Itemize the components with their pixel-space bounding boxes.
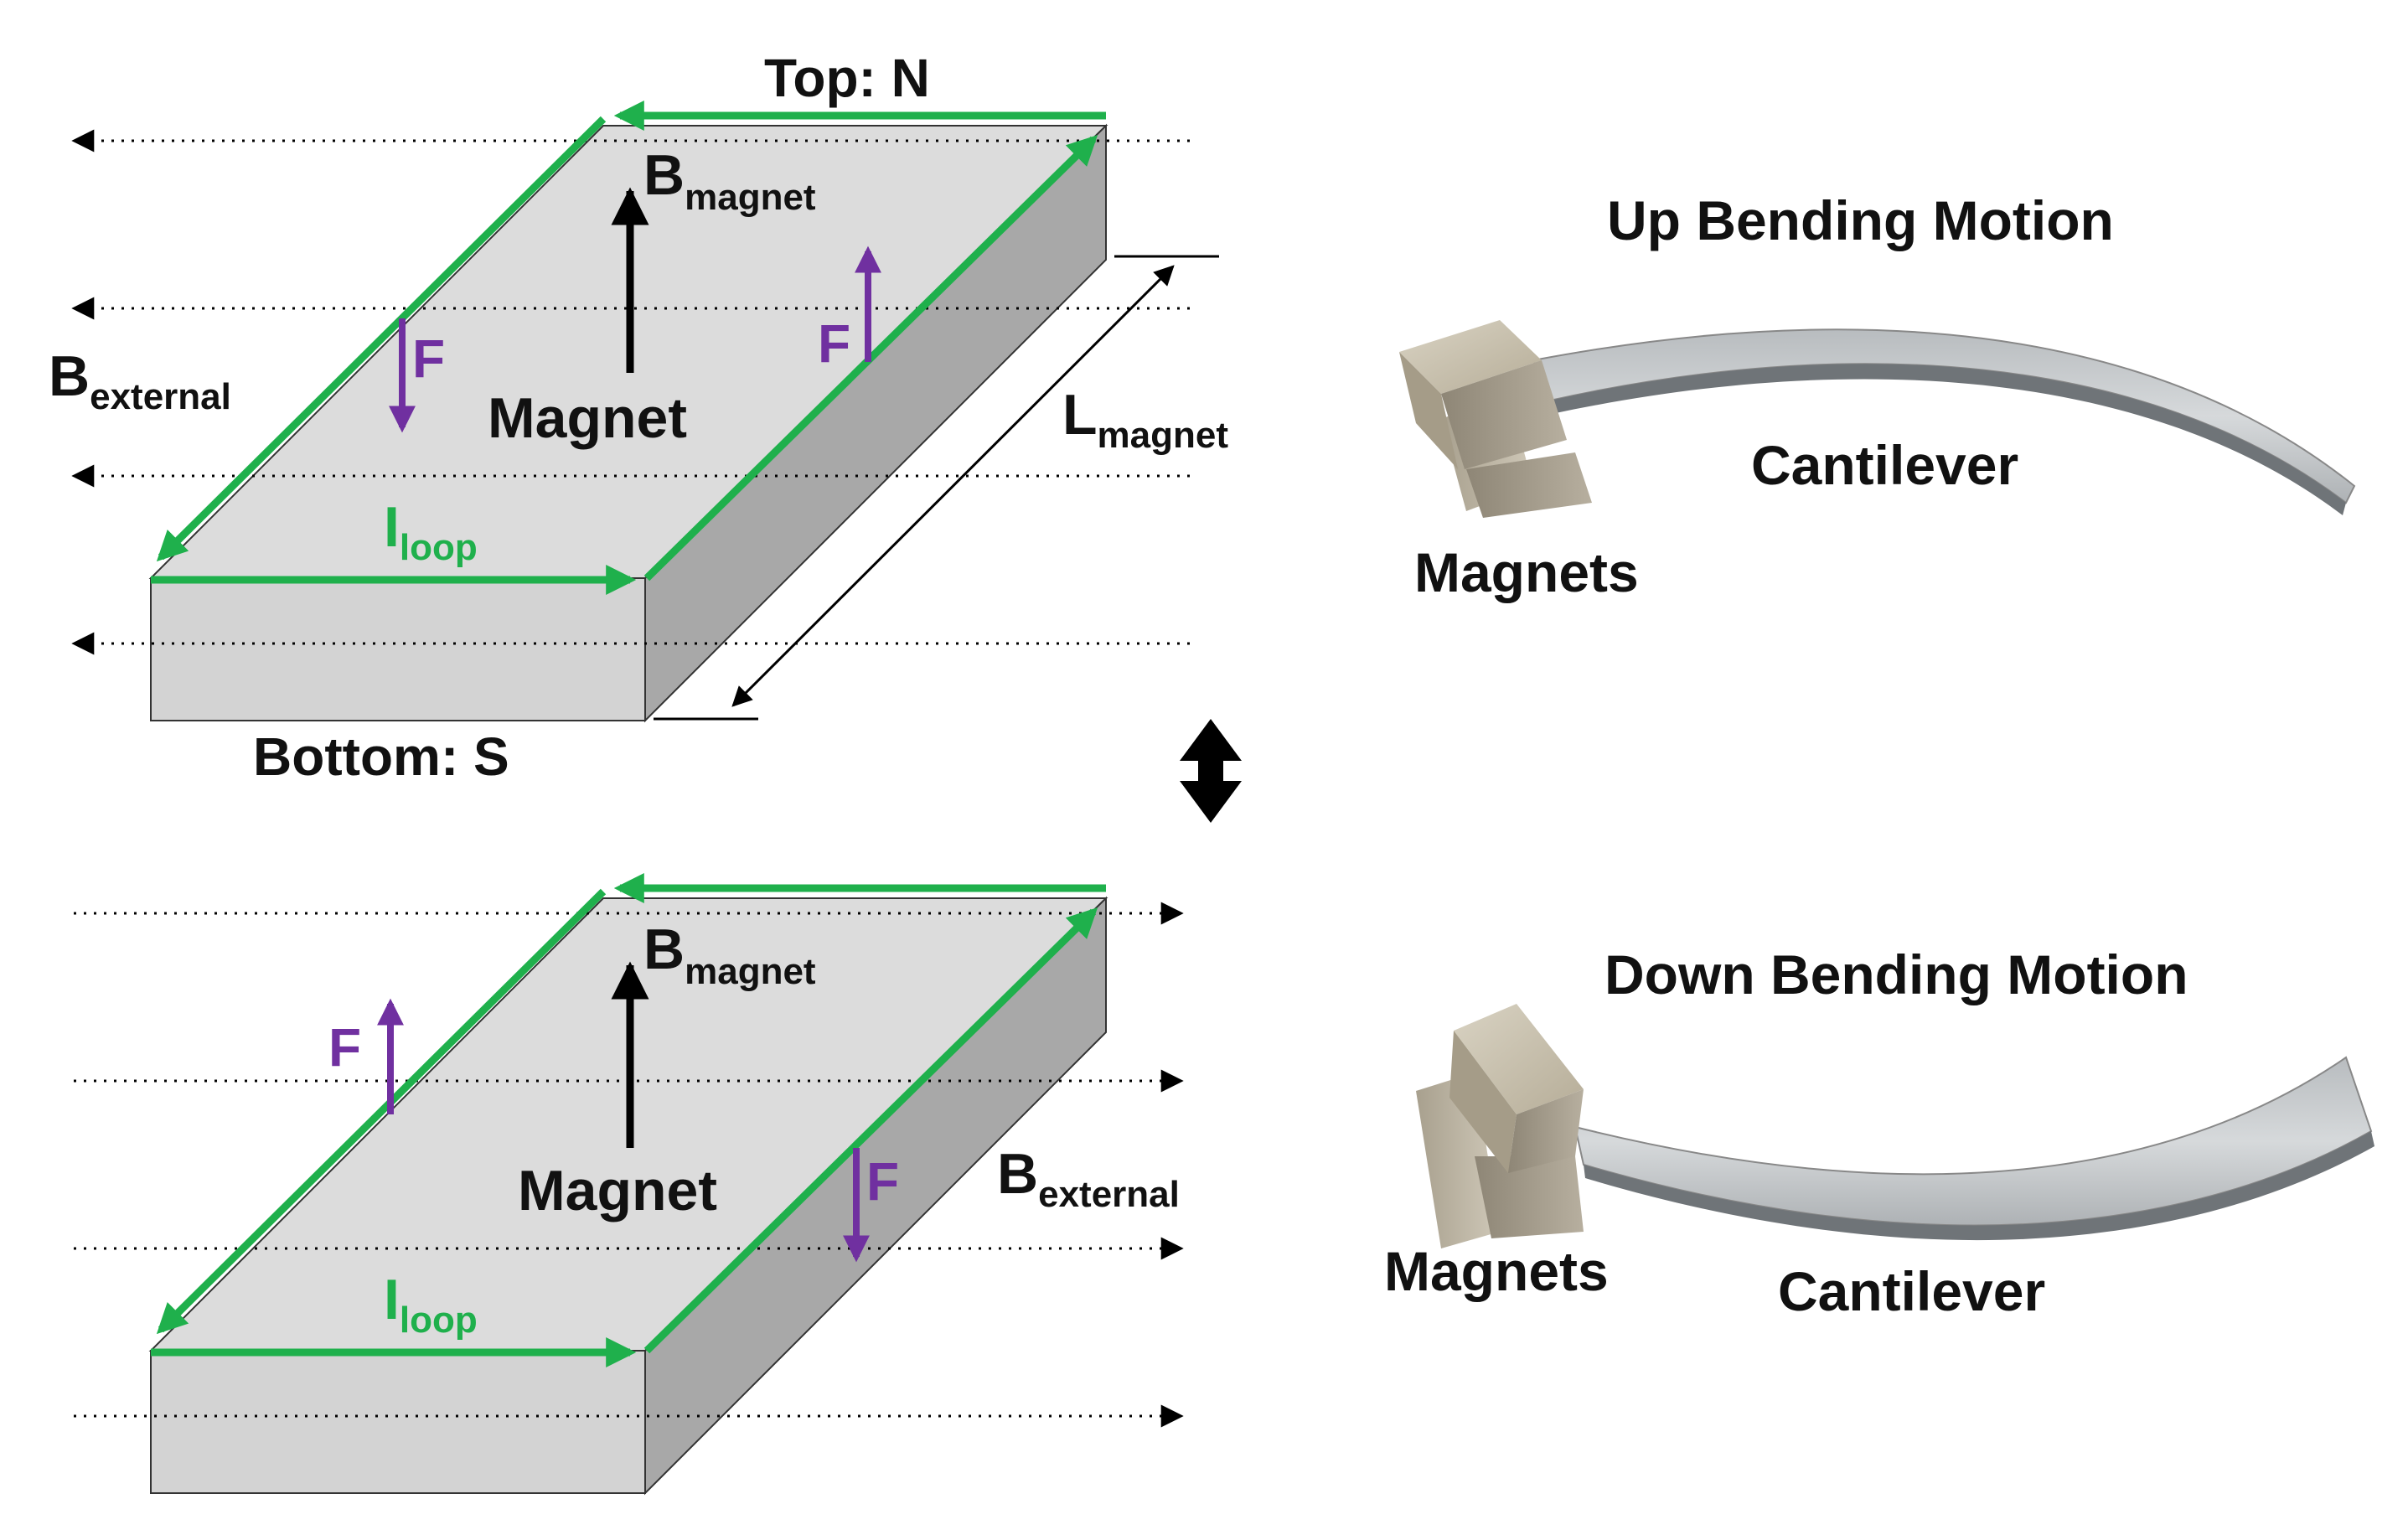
- b-external-label: Bexternal: [49, 344, 231, 417]
- magnet-cube-upper-side: [1399, 352, 1458, 469]
- b-magnet-label: Bmagnet: [643, 143, 816, 218]
- i-loop-label: Iloop: [384, 1268, 478, 1341]
- cantilever-edge: [1584, 1131, 2374, 1241]
- down-magnets-label: Magnets: [1384, 1240, 1609, 1302]
- magnet-cube-upper-front: [1508, 1089, 1584, 1173]
- dimension-line: [731, 265, 1175, 707]
- bottom-panel: Magnet Bmagnet Bexternal Iloop F F: [74, 873, 1184, 1496]
- b-external-label: Bexternal: [997, 1142, 1180, 1215]
- force-label-right: F: [866, 1151, 899, 1212]
- top-label: Top: N: [764, 48, 930, 108]
- magnet-label: Magnet: [488, 386, 687, 450]
- up-cantilever-label: Cantilever: [1751, 434, 2018, 496]
- magnet-cube-lower-front: [1475, 1156, 1584, 1238]
- b-magnet-label: Bmagnet: [643, 917, 816, 992]
- magnets-stack: [1416, 1004, 1584, 1248]
- i-loop-sub: loop: [400, 1300, 478, 1341]
- magnet-cube-upper-top: [1454, 1004, 1584, 1114]
- i-loop-label: Iloop: [384, 495, 478, 568]
- l-magnet-dimension: [654, 255, 1219, 721]
- toggle-double-arrow: [1180, 719, 1242, 823]
- loop-arrow-left: [156, 888, 607, 1335]
- b-magnet-sub: magnet: [685, 951, 816, 992]
- up-bending-illustration: Up Bending Motion Cantilever Magnets: [1399, 189, 2356, 603]
- current-loop-bottom: [151, 873, 1106, 1367]
- l-magnet-label: Lmagnet: [1062, 383, 1228, 456]
- double-arrow-icon: [1180, 719, 1242, 823]
- i-loop-base: I: [384, 495, 400, 559]
- b-magnet-base: B: [643, 143, 685, 207]
- magnet-cube-upper-side: [1449, 1031, 1517, 1173]
- loop-arrow-left: [156, 116, 607, 562]
- force-label-left: F: [328, 1017, 361, 1078]
- i-loop-sub: loop: [400, 527, 478, 568]
- force-label-right: F: [818, 313, 850, 374]
- top-panel: Top: N Bottom: S Magnet Bmagnet Bexterna…: [49, 48, 1228, 787]
- down-cantilever-label: Cantilever: [1778, 1260, 2045, 1322]
- loop-arrow-right: [643, 907, 1098, 1354]
- force-label-left: F: [412, 328, 445, 389]
- up-motion-title: Up Bending Motion: [1607, 189, 2114, 251]
- b-external-sub: external: [1038, 1174, 1180, 1215]
- l-magnet-sub: magnet: [1098, 415, 1229, 456]
- l-magnet-base: L: [1062, 383, 1098, 447]
- magnet-cube-upper-front: [1441, 360, 1567, 469]
- up-magnets-label: Magnets: [1414, 541, 1639, 603]
- b-magnet-base: B: [643, 917, 685, 981]
- magnet-label: Magnet: [518, 1159, 717, 1222]
- magnets-stack: [1399, 320, 1592, 518]
- down-bending-illustration: Down Bending Motion Magnets Cantilever: [1384, 943, 2374, 1322]
- bottom-label: Bottom: S: [253, 726, 509, 787]
- down-motion-title: Down Bending Motion: [1604, 943, 2188, 1005]
- b-external-base: B: [49, 344, 90, 408]
- magnet-cube-lower-front: [1466, 452, 1592, 518]
- magnet-front-face: [150, 1350, 646, 1494]
- b-external-base: B: [997, 1142, 1038, 1206]
- magnet-cube-upper-top: [1399, 320, 1542, 394]
- b-external-sub: external: [90, 376, 231, 417]
- b-magnet-sub: magnet: [685, 177, 816, 218]
- i-loop-base: I: [384, 1268, 400, 1331]
- magnet-front-face: [150, 577, 646, 721]
